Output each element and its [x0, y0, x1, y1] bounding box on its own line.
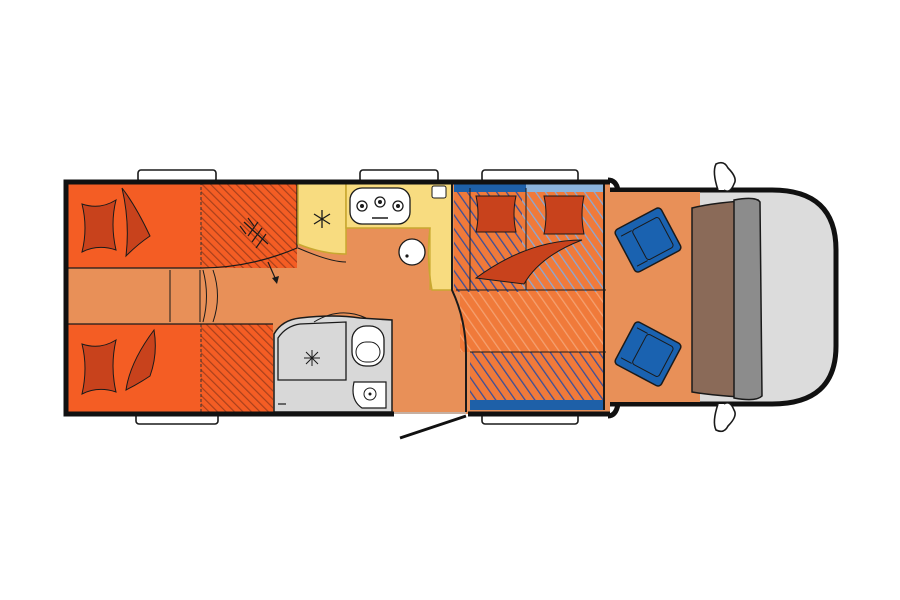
direction-arrow-icon	[267, 261, 279, 284]
mirror-icon	[713, 161, 736, 433]
windshield	[733, 197, 763, 401]
bathroom	[273, 315, 393, 413]
passenger-seat	[614, 321, 682, 387]
drain-icon	[304, 350, 320, 366]
folded-blanket	[474, 239, 583, 285]
outer-walls	[63, 177, 621, 419]
cab	[614, 197, 763, 401]
bed-step	[169, 269, 218, 323]
driver-seat	[614, 207, 682, 273]
fridge	[297, 182, 347, 255]
pillow	[81, 198, 117, 253]
door-icon	[399, 414, 467, 440]
pillow	[81, 338, 117, 395]
interior-walls	[345, 183, 605, 412]
dinette	[454, 184, 606, 410]
pillow	[543, 195, 585, 235]
pillow	[475, 195, 517, 233]
rear-pillows	[81, 187, 156, 395]
dinette-bench-bottom	[470, 352, 604, 402]
sink-icon	[398, 238, 426, 266]
kitchen-counter	[345, 182, 453, 291]
dinette-table	[460, 292, 604, 352]
snowflake-icon	[313, 210, 331, 228]
drain-icon	[239, 217, 269, 249]
pillow	[121, 187, 151, 258]
pillow	[125, 328, 156, 391]
